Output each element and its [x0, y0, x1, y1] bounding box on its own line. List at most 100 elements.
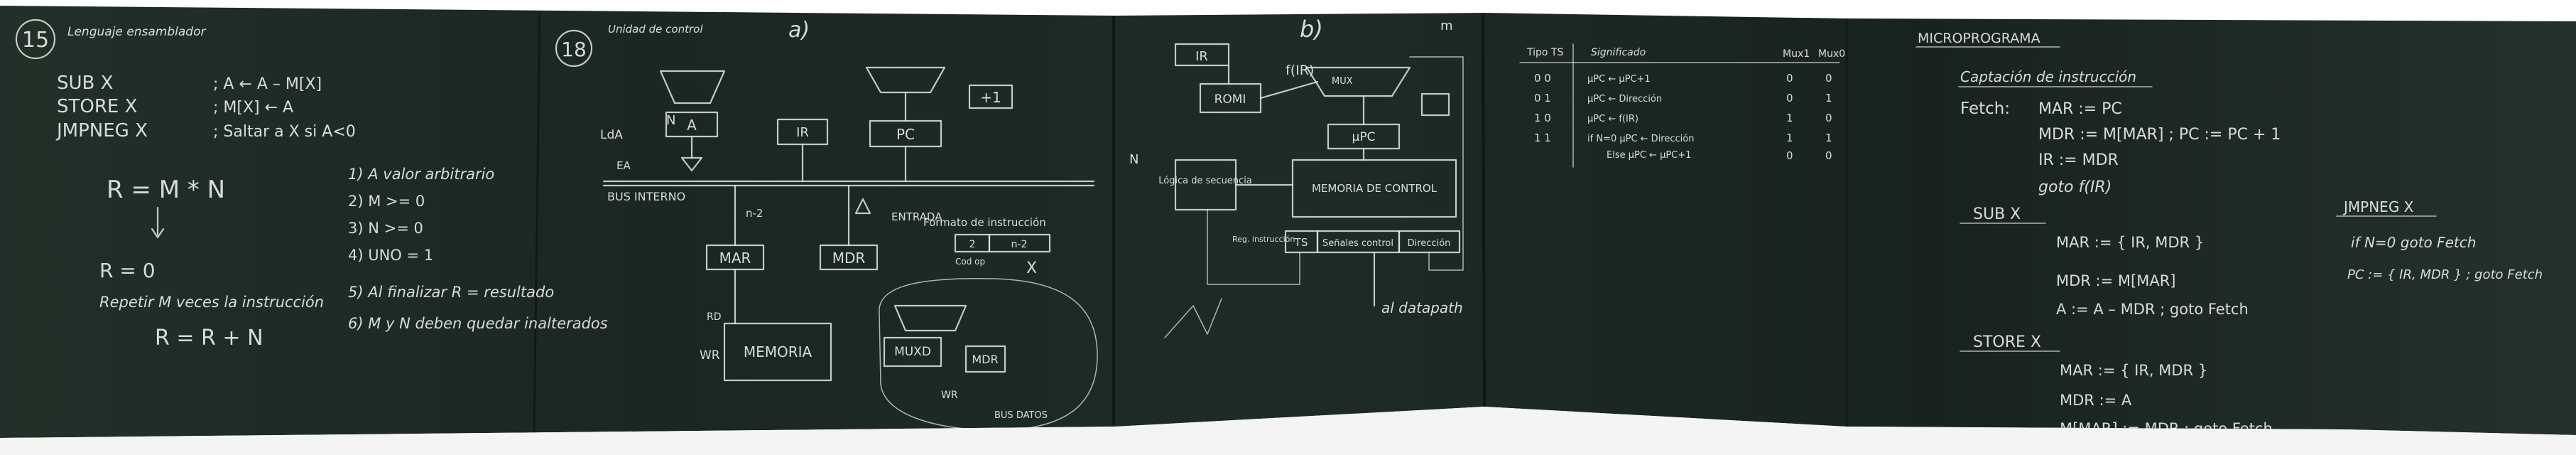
panel-heading: Lenguaje ensamblador	[67, 25, 206, 39]
jmpneg-step: PC := { IR, MDR } ; goto Fetch	[2347, 267, 2543, 282]
sub-step: MAR := { IR, MDR }	[2056, 234, 2204, 251]
muxd-label: MUXD	[894, 345, 931, 359]
incrementer	[968, 84, 1013, 109]
n-input-label: N	[1129, 152, 1138, 167]
table-cell: 1	[1786, 132, 1793, 144]
table-cell: 1 0	[1534, 112, 1551, 124]
fetch-step: IR := MDR	[2038, 151, 2119, 169]
reg-inst-label: Reg. instrucción	[1232, 235, 1295, 244]
incrementer-label: +1	[980, 89, 1001, 106]
jmpneg-step: if N=0 goto Fetch	[2351, 234, 2476, 251]
sub-step: MDR := M[MAR]	[2056, 272, 2175, 289]
datapath-label: al datapath	[1381, 299, 1463, 316]
board-seam	[1482, 14, 1486, 409]
fetch-step: MAR := PC	[2038, 100, 2122, 118]
n2-label: n-2	[746, 207, 763, 220]
m-label: m	[1440, 18, 1453, 33]
fir-label: f(IR)	[1286, 63, 1314, 78]
alu-shape	[659, 70, 726, 105]
control-signals-label: Señales control	[1322, 238, 1393, 249]
store-step: MAR := { IR, MDR }	[2060, 362, 2207, 379]
pc-mux	[865, 66, 946, 94]
table-header: Tipo TS	[1526, 47, 1563, 58]
table-header: Significado	[1591, 47, 1646, 58]
table-cell: μPC ← μPC+1	[1587, 74, 1651, 85]
bus-datos-label: BUS DATOS	[994, 410, 1048, 421]
mdr-label: MDR	[832, 250, 866, 267]
table-cell: 0	[1786, 149, 1793, 162]
panel-heading: Unidad de control	[608, 23, 703, 36]
assumption-6: 6) M y N deben quedar inalterados	[348, 315, 608, 332]
table-cell: Else μPC ← μPC+1	[1607, 150, 1691, 161]
part-b-label: b)	[1300, 16, 1323, 43]
panel-assembly: 15 Lenguaje ensamblador SUB X ; A ← A – …	[15, 18, 608, 350]
address-label: Dirección	[1408, 238, 1451, 249]
format-field-1: 2	[969, 239, 976, 250]
data-bus-loop	[879, 278, 1098, 432]
store-label: STORE X	[1973, 333, 2041, 351]
pc-label: PC	[896, 126, 915, 143]
code-line-2-op: STORE X	[57, 96, 137, 117]
muxd-box	[883, 336, 942, 368]
equation: R = M * N	[107, 176, 225, 204]
board-ledge	[0, 407, 2576, 455]
table-cell: μPC ← Dirección	[1587, 94, 1662, 105]
opcode-label: Cod op	[955, 257, 985, 267]
register-a-label: A	[687, 117, 697, 134]
code-line-1-comment: ; A ← A – M[X]	[213, 75, 322, 93]
code-line-2-comment: ; M[X] ← A	[213, 99, 293, 117]
internal-bus-label: BUS INTERNO	[607, 190, 685, 203]
table-cell: 1	[1786, 112, 1793, 124]
panel-number: 15	[22, 28, 49, 53]
mar-label: MAR	[719, 250, 751, 267]
assumption-1: 1) A valor arbitrario	[348, 166, 494, 183]
format-title: Formato de instrucción	[923, 216, 1046, 229]
input-tristate	[854, 198, 871, 215]
table-cell: if N=0 μPC ← Dirección	[1587, 134, 1694, 144]
code-line-1-op: SUB X	[57, 73, 113, 94]
rom-label: ROMI	[1214, 92, 1246, 107]
code-line-3-op: JMPNEG X	[55, 120, 148, 141]
table-cell: 0	[1786, 72, 1793, 85]
upc-incrementer	[1420, 92, 1450, 117]
ts-label: TS	[1294, 236, 1308, 249]
ir-label-b: IR	[1195, 49, 1208, 64]
fetch-subtitle: Captación de instrucción	[1960, 68, 2136, 85]
loop-body: R = R + N	[155, 326, 263, 350]
panel-microprogram: MICROPROGRAMA Captación de instrucción F…	[1915, 31, 2543, 437]
rd-label: RD	[707, 311, 722, 323]
mdr2-label: MDR	[972, 353, 998, 366]
flag-n-label: N	[666, 113, 675, 128]
arrow-head	[151, 228, 165, 239]
mux-label: MUX	[1332, 76, 1353, 87]
table-cell: 0	[1825, 149, 1832, 162]
control-memory-label: MEMORIA DE CONTROL	[1312, 182, 1438, 195]
format-field-2: n-2	[1011, 239, 1028, 250]
panel-number: 18	[561, 38, 587, 61]
loop-step: Repetir M veces la instrucción	[99, 294, 324, 311]
jmpneg-label: JMPNEG X	[2342, 198, 2414, 215]
fetch-step: goto f(IR)	[2038, 178, 2112, 196]
part-a-label: a)	[788, 18, 810, 43]
assumption-2: 2) M >= 0	[348, 193, 425, 210]
lda-label: LdA	[600, 128, 623, 142]
table-cell: μPC ← f(IR)	[1587, 114, 1638, 124]
muxd-shape	[893, 304, 967, 332]
panel-ts-table: Tipo TS Significado Mux1 Mux0 0 0 μPC ← …	[1519, 43, 1845, 168]
table-header: Mux1	[1783, 48, 1810, 60]
sequencer-label: Lógica de secuencia	[1158, 176, 1252, 186]
format-address	[988, 233, 1051, 253]
sub-step: A := A – MDR ; goto Fetch	[2056, 301, 2249, 318]
init-step: R = 0	[99, 259, 156, 282]
fetch-step: MDR := M[MAR] ; PC := PC + 1	[2038, 126, 2281, 144]
table-cell: 1	[1825, 92, 1832, 105]
code-line-3-comment: ; Saltar a X si A<0	[213, 123, 356, 141]
memory-label: MEMORIA	[744, 343, 813, 360]
upc-mux	[1305, 66, 1411, 97]
table-cell: 0	[1786, 92, 1793, 105]
microprogram-title: MICROPROGRAMA	[1918, 31, 2040, 46]
ir-register-b	[1174, 43, 1230, 67]
store-step: MDR := A	[2060, 392, 2132, 409]
assumption-4: 4) UNO = 1	[348, 247, 433, 264]
